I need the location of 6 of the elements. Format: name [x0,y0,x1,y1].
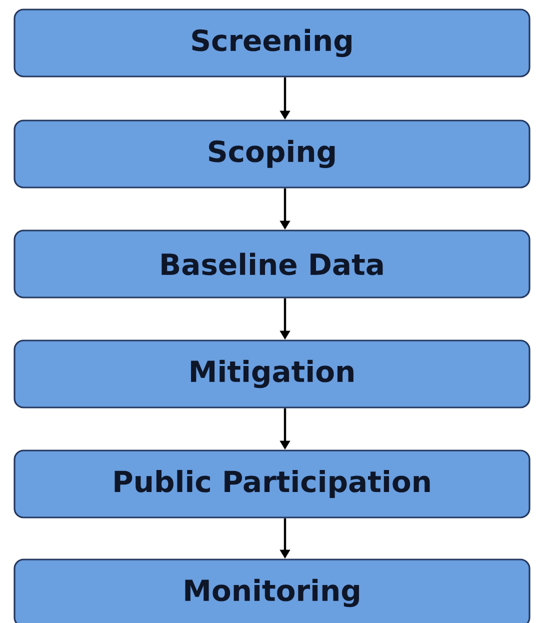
process-box: Scoping [14,120,530,188]
process-box: Public Participation [14,450,530,518]
process-box: Screening [14,8,530,78]
process-box: Mitigation [14,340,530,408]
process-box: Baseline Data [14,230,530,298]
process-box: Monitoring [14,558,530,623]
